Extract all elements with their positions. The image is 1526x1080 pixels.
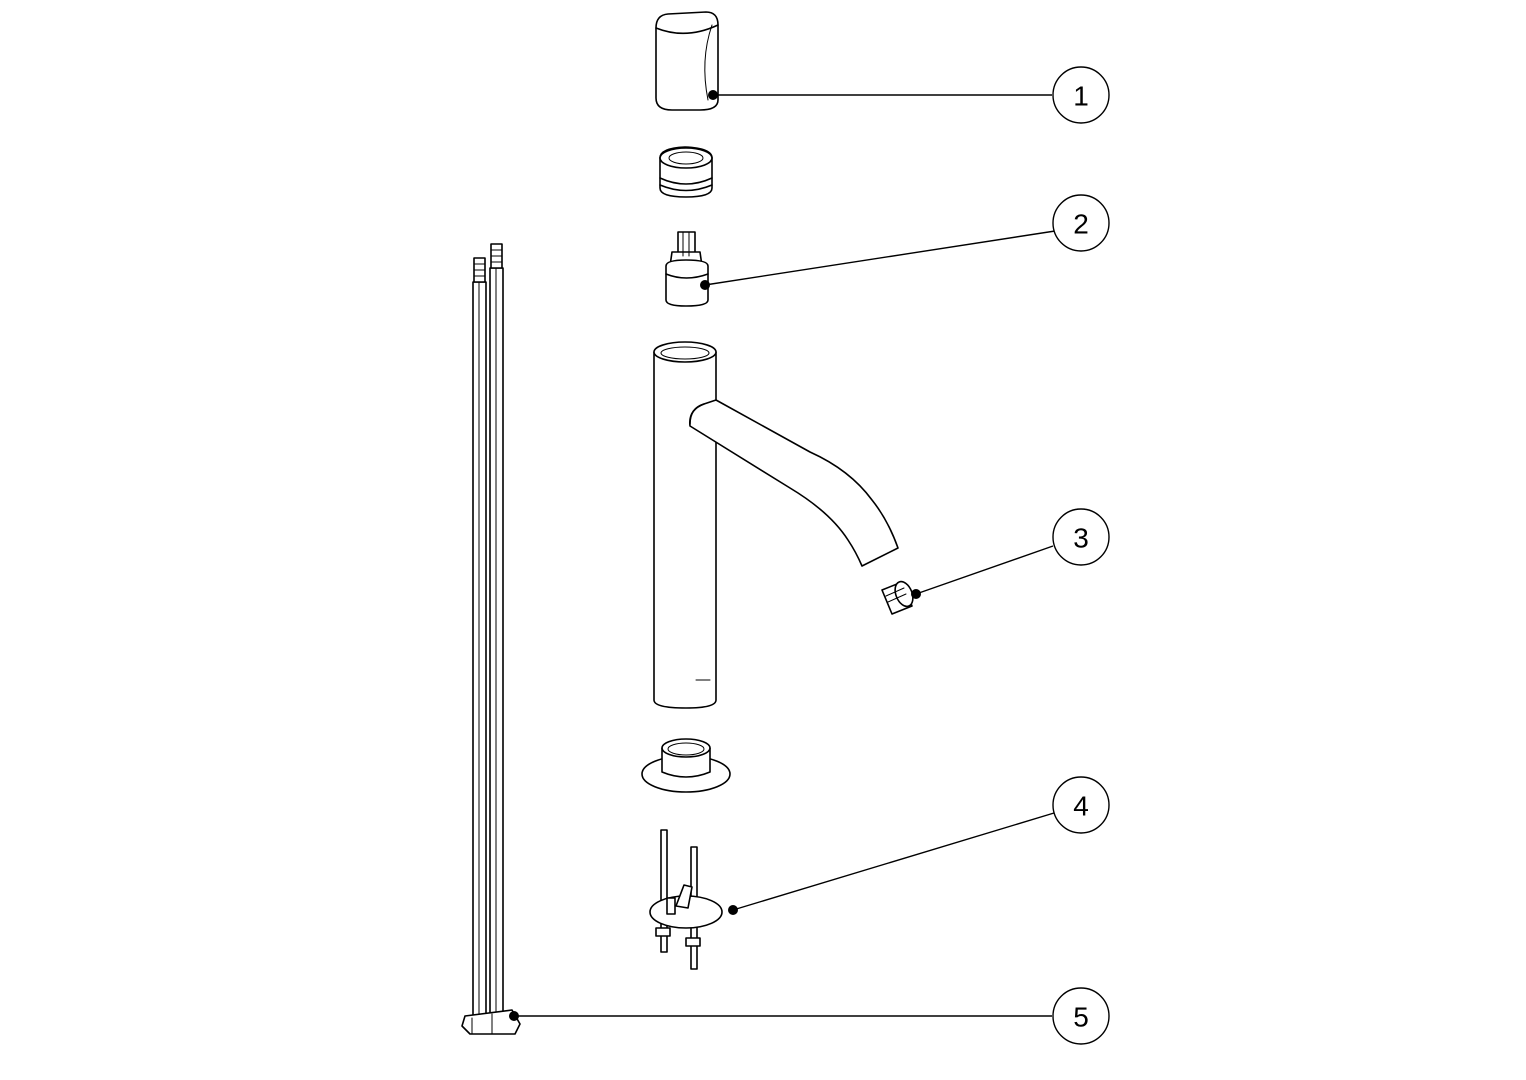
callout-label-3: 3 [1073, 523, 1089, 554]
cartridge [665, 231, 709, 307]
base-flange [641, 738, 731, 793]
callout-1: 1 [1052, 66, 1110, 124]
callout-dots [509, 90, 921, 1021]
callout-dot-4 [728, 905, 738, 915]
callout-dot-5 [509, 1011, 519, 1021]
callout-label-5: 5 [1073, 1002, 1089, 1033]
callout-leader-2 [704, 230, 1056, 286]
callout-2: 2 [1052, 194, 1110, 252]
callout-dot-1 [708, 90, 718, 100]
handle-cap [655, 11, 719, 111]
callout-dot-2 [700, 280, 710, 290]
callout-leader-3 [915, 545, 1054, 595]
aerator [881, 580, 914, 615]
callout-5: 5 [1052, 987, 1110, 1045]
supply-hoses [461, 243, 521, 1035]
cartridge-nut [659, 146, 713, 198]
callout-label-2: 2 [1073, 209, 1089, 240]
mounting-kit [649, 829, 723, 970]
callout-dot-3 [911, 589, 921, 599]
faucet-body [653, 341, 899, 709]
callout-3: 3 [1052, 508, 1110, 566]
callout-4: 4 [1052, 776, 1110, 834]
callout-leader-4 [732, 812, 1055, 911]
callout-leaders [514, 94, 1056, 1017]
callout-label-4: 4 [1073, 791, 1089, 822]
callout-label-1: 1 [1073, 81, 1089, 112]
